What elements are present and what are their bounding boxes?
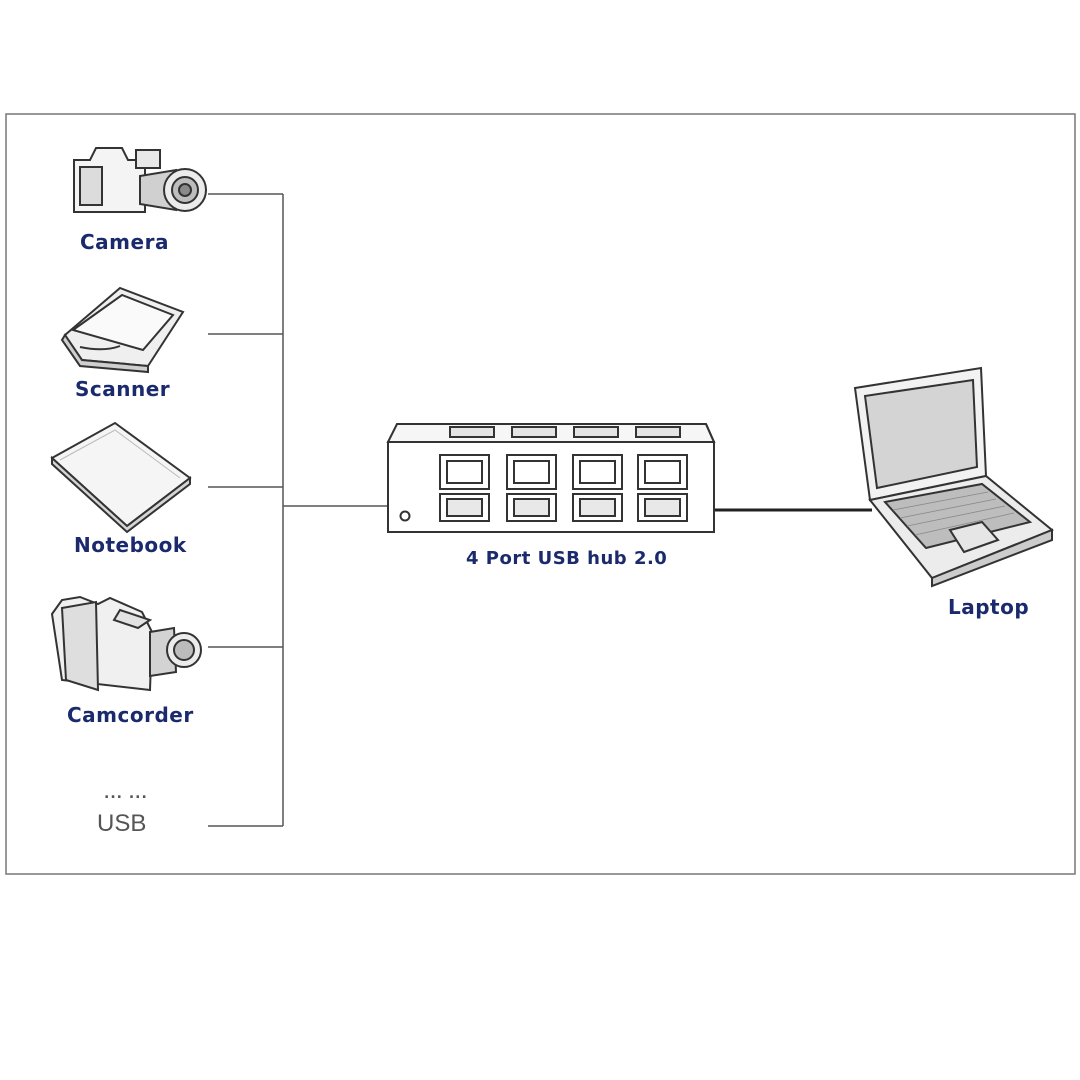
usb-hub-icon (386, 423, 716, 533)
camera-icon (73, 147, 207, 213)
camcorder-icon (50, 595, 202, 692)
diagram-frame (5, 113, 1076, 875)
camcorder-label: Camcorder (67, 703, 194, 727)
laptop-icon (853, 366, 1054, 588)
notebook-icon (50, 421, 192, 534)
camera-label: Camera (80, 230, 169, 254)
hub-label: 4 Port USB hub 2.0 (466, 548, 668, 569)
usb-label: USB (97, 810, 147, 837)
usb-ellipsis: ... ... (104, 786, 148, 802)
scanner-icon (60, 286, 185, 374)
scanner-label: Scanner (75, 377, 171, 401)
laptop-keys (892, 491, 1015, 536)
notebook-label: Notebook (74, 533, 187, 557)
connector-lines (208, 193, 388, 827)
laptop-label: Laptop (948, 595, 1030, 619)
